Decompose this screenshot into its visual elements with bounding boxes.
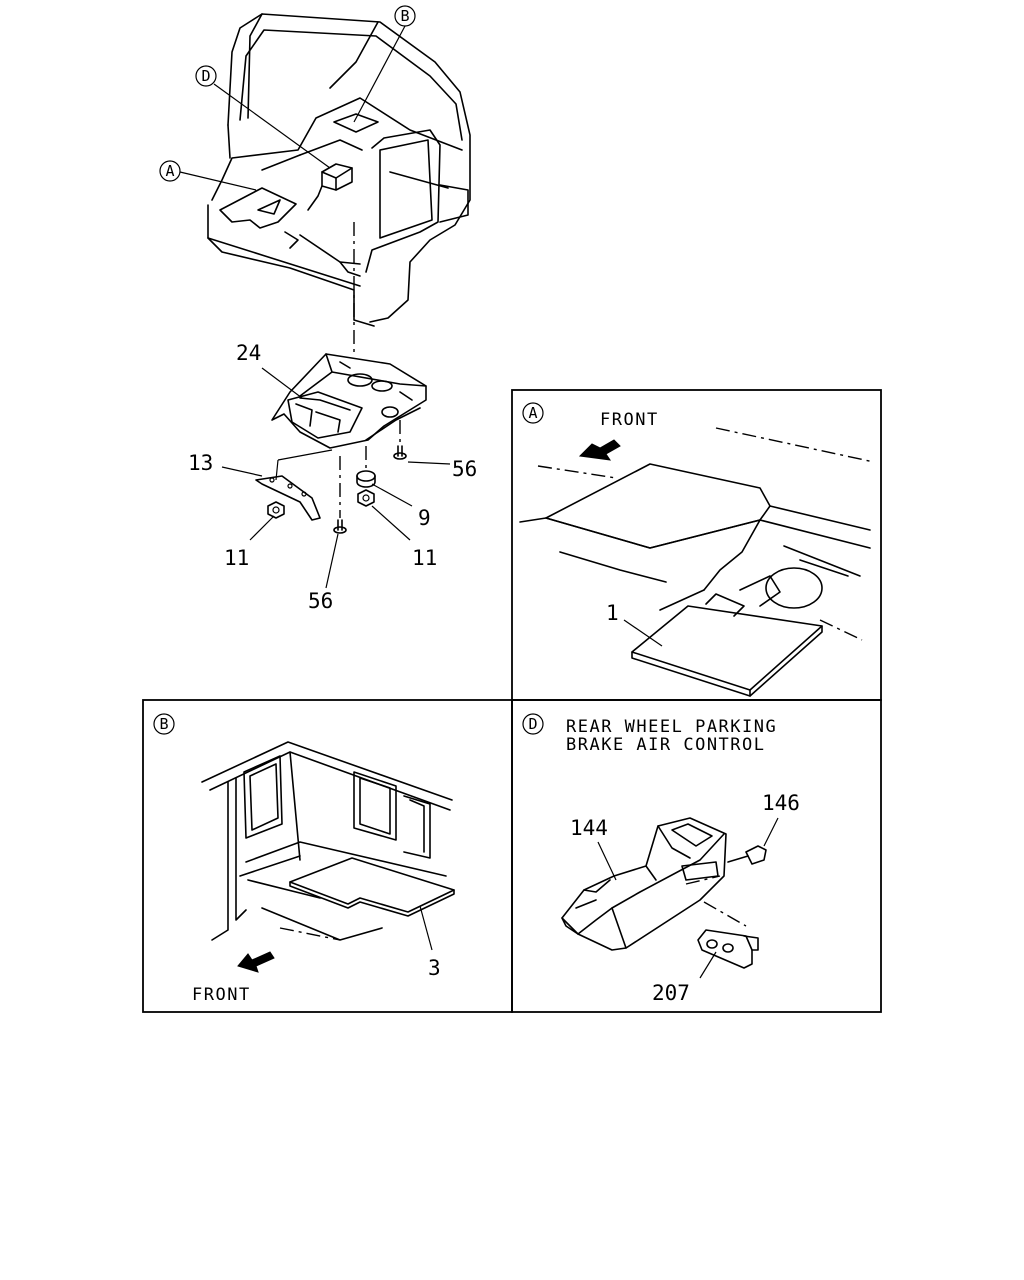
label-11-right: 11 [412, 546, 437, 570]
cab-interior-view [207, 13, 471, 327]
panel-d-content: D REAR WHEEL PARKING BRAKE AIR CONTROL 1… [522, 713, 800, 1005]
panel-b-content: B 3 FRONT [153, 713, 455, 1005]
detail-panel-d [511, 699, 882, 1013]
callout-b-text: B [400, 7, 409, 25]
console-assembly [271, 353, 427, 449]
label-13: 13 [188, 451, 213, 475]
label-1: 1 [606, 601, 619, 625]
label-56-right: 56 [452, 457, 477, 481]
callout-d: D [195, 65, 331, 169]
panel-a-tag: A [528, 404, 537, 422]
label-24: 24 [236, 341, 261, 365]
main-leaders [221, 367, 451, 589]
bolt-56-bottom [333, 456, 347, 534]
label-11-left: 11 [224, 546, 249, 570]
front-arrow-icon [237, 951, 275, 973]
bushing-9 [356, 446, 376, 488]
callout-a-text: A [165, 162, 174, 180]
panel-b-tag: B [159, 715, 168, 733]
callout-b: B [353, 5, 416, 123]
panel-b-front-label: FRONT [192, 985, 251, 1005]
panel-a-front-label: FRONT [600, 410, 659, 430]
panel-a-content: A FRONT 1 [519, 402, 875, 697]
panel-d-title-line2: BRAKE AIR CONTROL [566, 735, 766, 755]
front-arrow-icon [578, 439, 621, 461]
bolt-56-right [393, 420, 407, 460]
label-146: 146 [762, 791, 800, 815]
label-56-bottom: 56 [308, 589, 333, 613]
detail-panel-b [142, 699, 513, 1013]
nut-11-right [357, 489, 375, 507]
panel-d-title-line1: REAR WHEEL PARKING [566, 717, 777, 737]
label-144: 144 [570, 816, 608, 840]
callout-a: A [159, 160, 257, 191]
panel-d-tag: D [528, 715, 537, 733]
nut-11-left [267, 501, 285, 519]
label-207: 207 [652, 981, 690, 1005]
bracket-13 [255, 449, 333, 521]
label-3: 3 [428, 956, 441, 980]
label-9: 9 [418, 506, 431, 530]
callout-d-text: D [201, 67, 210, 85]
